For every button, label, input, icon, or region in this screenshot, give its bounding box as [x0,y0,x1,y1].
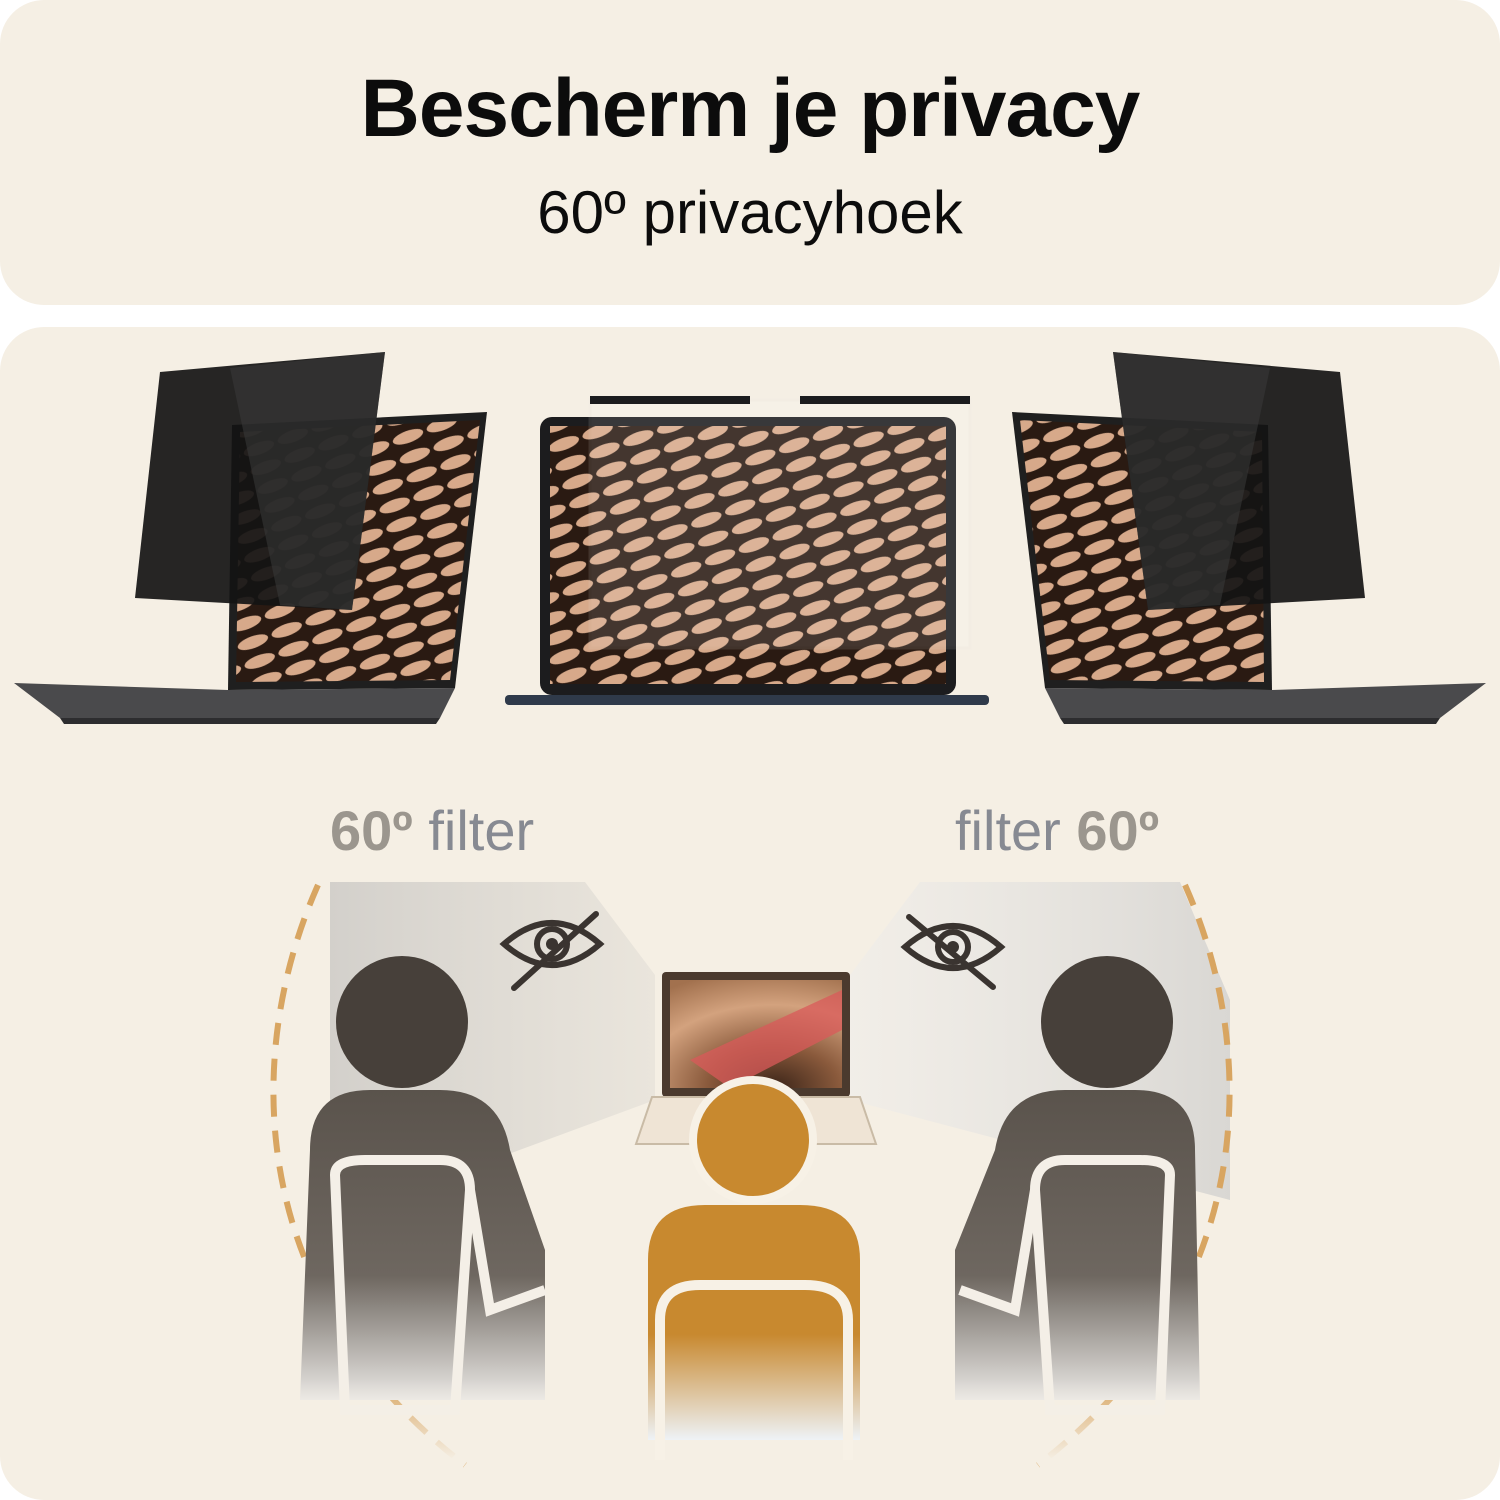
angle-arc-left [270,883,467,1468]
person-right [930,956,1220,1460]
filter-word: filter [428,799,535,862]
privacy-filter-center [588,398,972,650]
filter-angle-value: 60º [330,799,413,862]
eye-slash-icon [499,911,605,991]
angle-arc-right [1036,883,1233,1468]
header-panel: Bescherm je privacy 60º privacyhoek [0,0,1500,305]
laptop-left-angled [14,352,487,724]
laptop-right-angled [1012,352,1486,724]
filter-angle-label-right: filter 60º [955,798,1159,863]
person-left [280,956,570,1460]
person-center-user [648,1076,860,1460]
laptop-center-front [505,396,989,705]
page-title: Bescherm je privacy [360,63,1141,154]
filter-angle-label-left: 60º filter [330,798,534,863]
eye-slash-icon [900,914,1006,990]
filter-angle-value: 60º [1076,799,1160,862]
page-subtitle: 60º privacyhoek [537,179,963,246]
filter-word: filter [955,799,1061,862]
